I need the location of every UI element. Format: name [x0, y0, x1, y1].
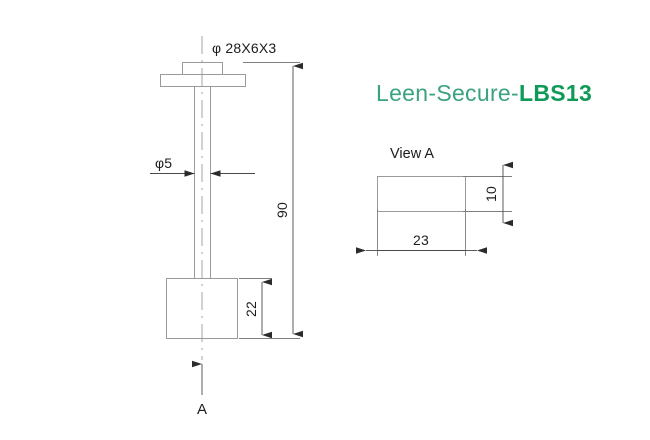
shaft-dimension-text: φ5: [155, 155, 172, 171]
height-dimension-text: 90: [274, 202, 290, 218]
view-a-geometry: [377, 176, 466, 212]
brand-label: Leen-Secure-LBS13: [376, 82, 592, 105]
flange-plate: [160, 74, 246, 87]
front-view-geometry: [160, 36, 246, 360]
flange-dimension-text: φ 28X6X3: [212, 40, 276, 56]
dimension-total-height: 90: [239, 62, 303, 339]
brand-prefix: Leen-Secure-: [376, 80, 519, 106]
section-label-a: A: [197, 401, 207, 418]
bottom-block: [166, 278, 238, 339]
block-dimension-text: 22: [243, 301, 259, 317]
dimension-view-a-width: 23: [356, 209, 487, 256]
view-a-height-text: 10: [483, 186, 499, 202]
section-arrow-a: A: [192, 360, 207, 418]
brand-model: LBS13: [518, 80, 593, 106]
view-a-caption: View A: [390, 146, 434, 162]
view-a-width-text: 23: [413, 232, 429, 248]
view-a-rectangle: [377, 176, 466, 212]
dimension-shaft: φ5: [150, 155, 255, 177]
dimension-view-a-height: 10: [463, 161, 513, 227]
top-boss: [182, 62, 223, 75]
dimension-block-height: 22: [239, 278, 272, 339]
